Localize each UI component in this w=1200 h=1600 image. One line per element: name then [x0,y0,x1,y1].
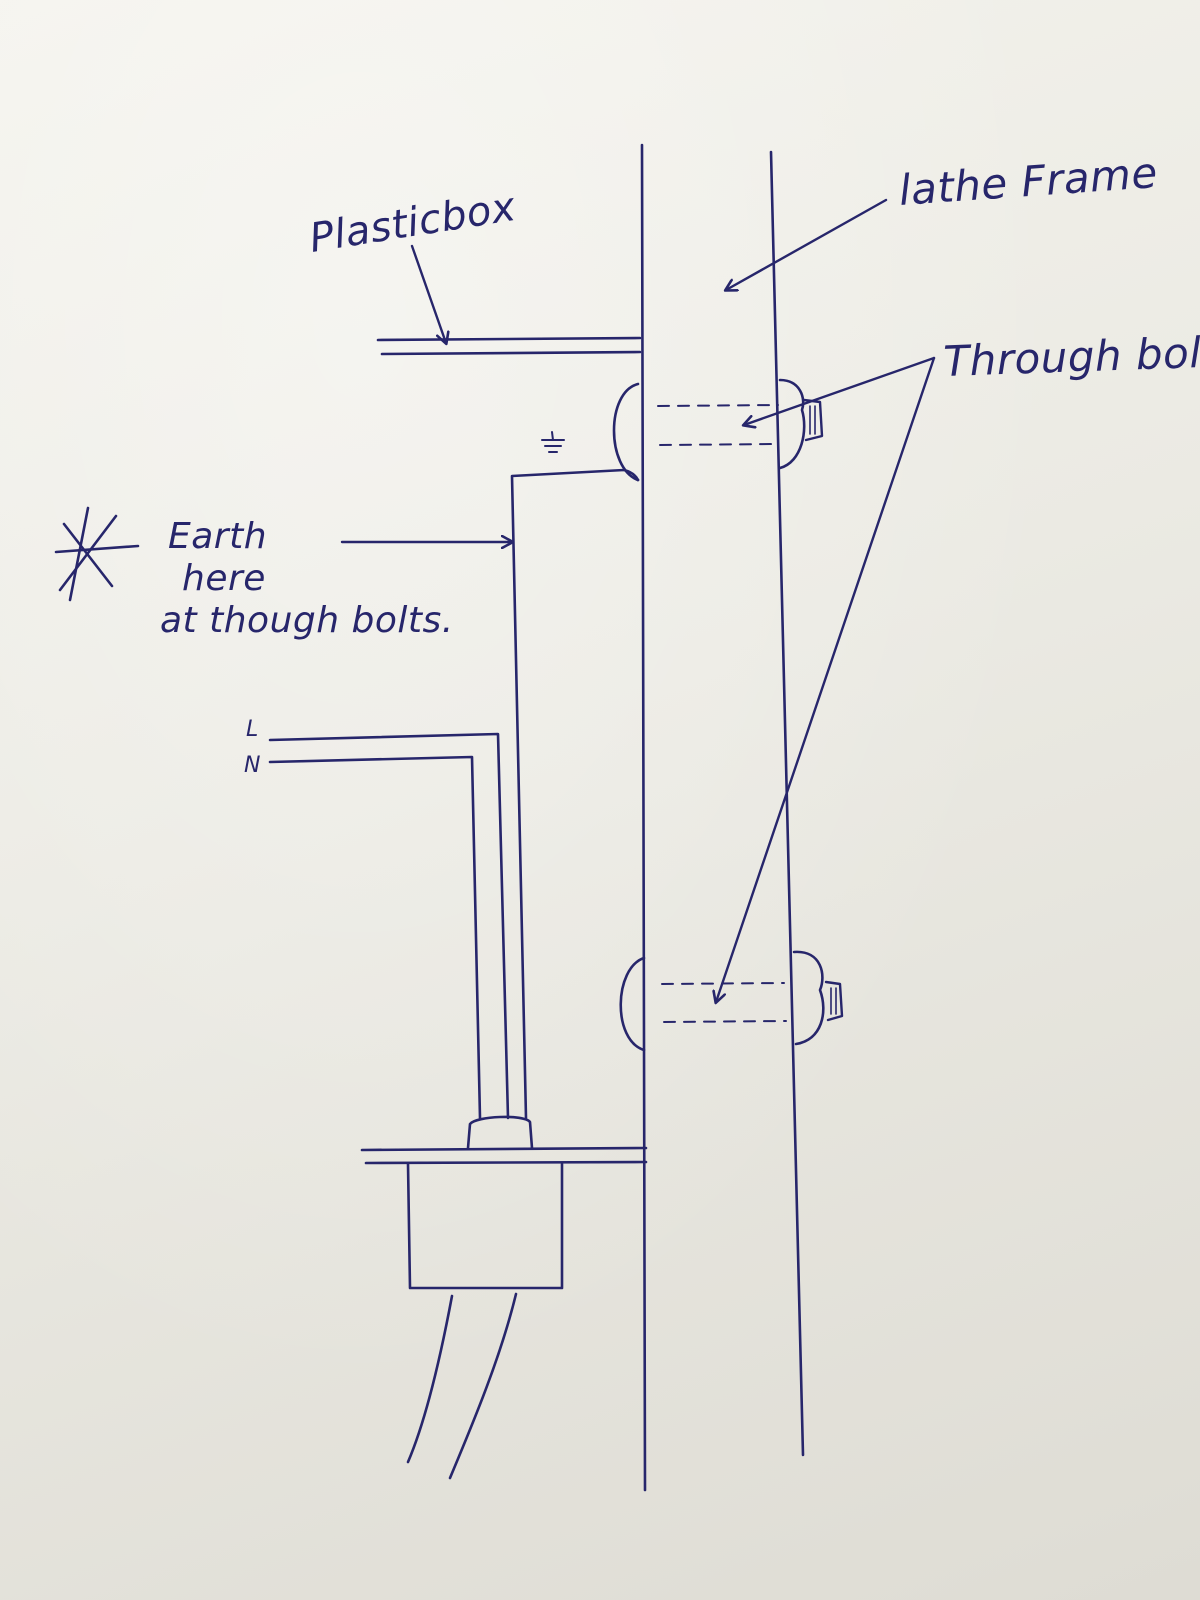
supply-cable [406,1292,518,1480]
lower-through-bolt [619,950,844,1052]
cable-gland [466,1115,534,1150]
earth-wire [510,468,640,1120]
through-bolts-arrow-upper [744,356,936,425]
neutral-wire [268,755,482,1120]
neutral-label: N [244,753,261,778]
lathe-frame-left-edge [640,143,647,1492]
plastic-box-arrow [410,244,446,343]
plastic-box-bottom-wall [360,1146,648,1165]
lathe-frame-right-edge [769,150,805,1457]
through-bolts-label: Through bolts [943,327,1200,386]
through-bolts-arrow-lower [716,356,936,1002]
earth-label-line3: at though bolts. [160,600,454,641]
earth-symbol [541,431,565,453]
asterisk-mark [54,506,140,602]
live-label: L [246,717,259,742]
upper-through-bolt [612,378,824,482]
plastic-box-top-wall [376,336,642,356]
lathe-frame-label: lathe Frame [897,148,1159,215]
junction-box [406,1162,564,1290]
live-wire [268,732,510,1120]
earth-label-line1: Earth [168,516,267,557]
earth-label-line2: here [182,558,266,599]
lathe-frame-arrow [726,198,888,290]
